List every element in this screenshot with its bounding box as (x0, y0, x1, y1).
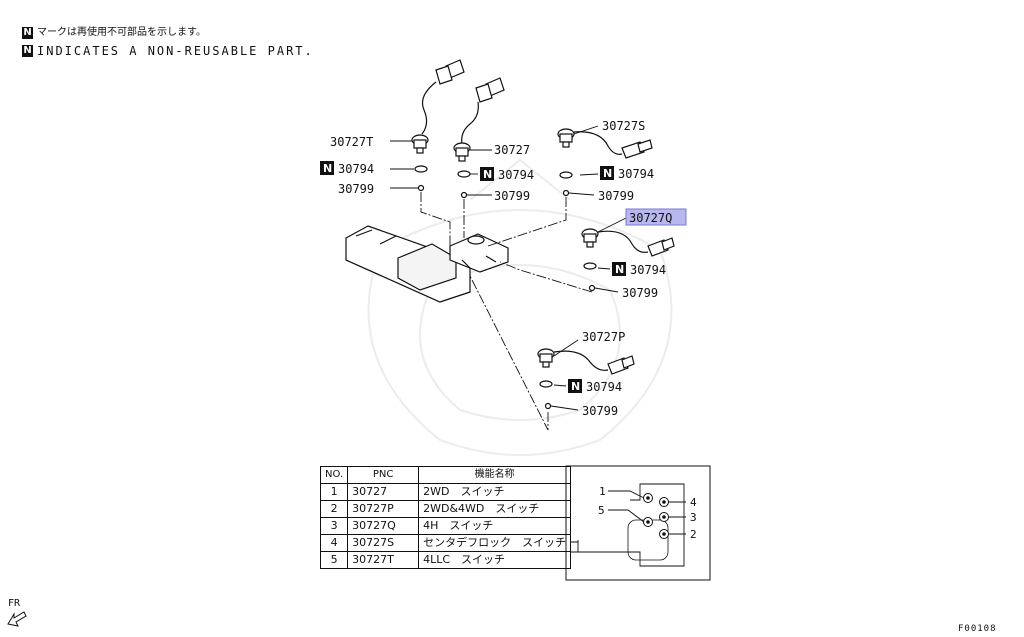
label-30727: 30727 (494, 143, 530, 157)
col-function: 機能名称 (418, 466, 572, 484)
gaskets-and-plugs (414, 165, 597, 410)
label-plug: 30799 (598, 189, 634, 203)
inset-number-2: 2 (690, 528, 697, 541)
legend-jp-text: マークは再使用不可部品を示します。 (37, 27, 206, 38)
non-reusable-mark (600, 166, 614, 180)
table-row: 3 30727Q 4H スイッチ (319, 517, 572, 535)
switch-30727q (581, 228, 675, 257)
switch-30727p (537, 348, 635, 375)
label-gasket: 30794 (618, 167, 654, 181)
table-row: 4 30727S センタデフロック スイッチ (319, 534, 572, 552)
non-reusable-mark: N (22, 27, 33, 39)
callout-labels: 30727T N 30794 30799 30727 N 30794 30799… (320, 119, 672, 418)
inset-number-1: 1 (599, 485, 606, 498)
non-reusable-mark (320, 161, 334, 175)
svg-text:N: N (571, 380, 580, 393)
label-gasket: 30794 (586, 380, 622, 394)
table-row: 5 30727T 4LLC スイッチ (319, 551, 572, 569)
label-30727p: 30727P (582, 330, 625, 344)
label-plug: 30799 (338, 182, 374, 196)
label-gasket: 30794 (338, 162, 374, 176)
front-arrow-icon (7, 611, 27, 627)
table-row: 1 30727 2WD スイッチ (319, 483, 572, 501)
label-plug: 30799 (622, 286, 658, 300)
switch-30727 (453, 77, 505, 162)
col-pnc: PNC (347, 466, 420, 484)
non-reusable-mark (612, 262, 626, 276)
non-reusable-mark (568, 379, 582, 393)
label-30727q: 30727Q (629, 211, 672, 225)
inset-number-4: 4 (690, 496, 697, 509)
figure-code: F00108 (958, 624, 997, 634)
transfer-case-housing (345, 225, 509, 303)
leader-lines (390, 125, 627, 411)
svg-text:N: N (323, 162, 332, 175)
switch-30727t (411, 59, 465, 154)
non-reusable-mark (480, 167, 494, 181)
watermark (367, 158, 673, 456)
switch-table: NO. PNC 機能名称 1 30727 2WD スイッチ 2 30727P 2… (319, 466, 572, 569)
legend-en: N INDICATES A NON-REUSABLE PART. (22, 44, 314, 58)
inset-number-5: 5 (598, 504, 605, 517)
switch-30727s (557, 128, 653, 159)
non-reusable-mark: N (22, 45, 33, 57)
table-header-row: NO. PNC 機能名称 (319, 466, 572, 484)
label-30727s: 30727S (602, 119, 645, 133)
label-plug: 30799 (582, 404, 618, 418)
label-30727t: 30727T (330, 135, 373, 149)
highlight-30727q (625, 208, 687, 226)
col-no: NO. (319, 466, 349, 484)
label-gasket: 30794 (630, 263, 666, 277)
switch-location-inset: 1 5 4 3 2 (565, 465, 711, 581)
label-gasket: 30794 (498, 168, 534, 182)
legend-jp: N マークは再使用不可部品を示します。 (22, 26, 206, 40)
svg-text:N: N (603, 167, 612, 180)
installation-lines (420, 192, 593, 431)
svg-text:N: N (483, 168, 492, 181)
inset-number-3: 3 (690, 511, 697, 524)
legend-en-text: INDICATES A NON-REUSABLE PART. (37, 44, 314, 58)
label-plug: 30799 (494, 189, 530, 203)
front-mark: FR (8, 598, 21, 609)
svg-text:N: N (615, 263, 624, 276)
table-row: 2 30727P 2WD&4WD スイッチ (319, 500, 572, 518)
